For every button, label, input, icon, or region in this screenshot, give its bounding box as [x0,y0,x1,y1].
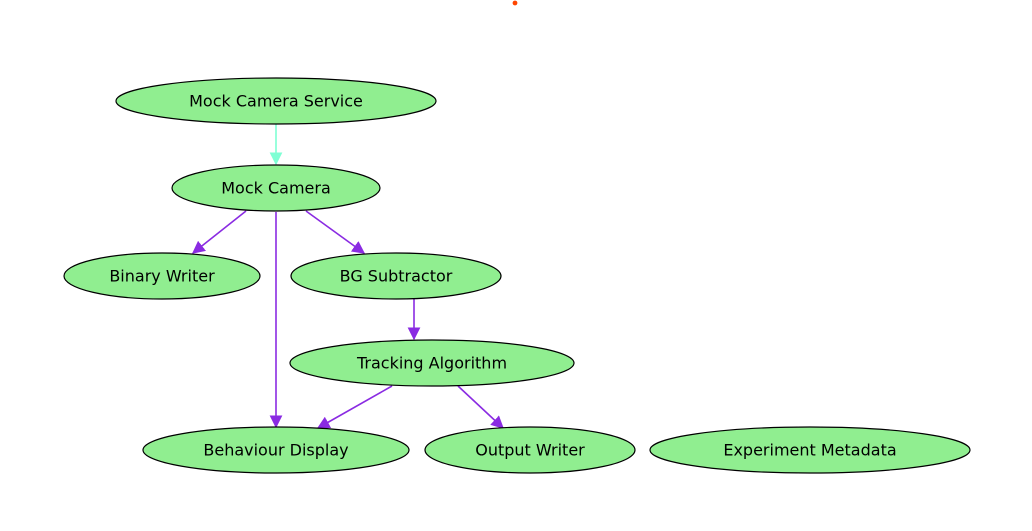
node-label: Mock Camera [221,179,331,198]
node-binary-writer[interactable]: Binary Writer [63,252,261,300]
node-shape [289,339,575,387]
origin-dot [512,0,518,6]
node-label: Output Writer [475,441,585,460]
edge-tracking-algorithm-to-behaviour-display [316,385,393,429]
node-tracking-algorithm[interactable]: Tracking Algorithm [289,339,575,387]
node-output-writer[interactable]: Output Writer [424,426,636,474]
node-mock-camera-service[interactable]: Mock Camera Service [115,77,437,125]
node-label: Mock Camera Service [189,92,363,111]
node-experiment-metadata[interactable]: Experiment Metadata [649,426,971,474]
node-shape [63,252,261,300]
node-shape [115,77,437,125]
node-label: Binary Writer [109,267,215,286]
node-label: Behaviour Display [203,441,348,460]
edge-layer [191,124,504,429]
edge-tracking-algorithm-to-output-writer [457,385,504,429]
node-shape [171,164,381,212]
edge-mock-camera-to-bg-subtractor [305,210,366,254]
node-shape [424,426,636,474]
node-layer: Mock Camera Service Mock Camera Binary W… [63,77,971,474]
node-shape [649,426,971,474]
node-shape [290,252,502,300]
node-bg-subtractor[interactable]: BG Subtractor [290,252,502,300]
edge-mock-camera-to-binary-writer [191,210,247,254]
node-behaviour-display[interactable]: Behaviour Display [142,426,410,474]
node-label: Experiment Metadata [723,441,896,460]
node-mock-camera[interactable]: Mock Camera [171,164,381,212]
node-label: Tracking Algorithm [356,354,507,373]
node-label: BG Subtractor [340,267,453,286]
node-shape [142,426,410,474]
